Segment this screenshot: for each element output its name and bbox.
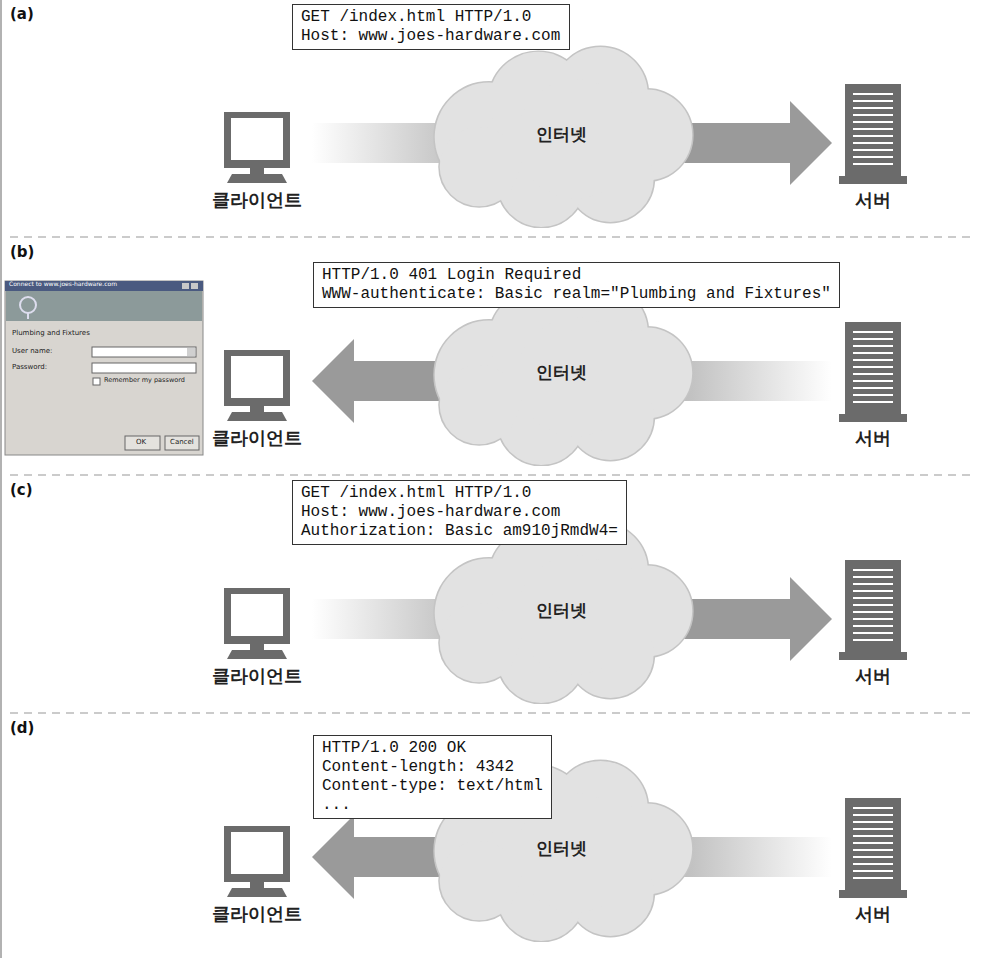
arrow-part <box>312 815 354 899</box>
dialog-text: OK <box>136 438 146 446</box>
panel-letter: (d) <box>10 720 34 737</box>
dialog-text: User name: <box>12 347 52 355</box>
dialog-text: Connect to www.joes-hardware.com <box>9 281 117 288</box>
panel-divider <box>10 474 976 476</box>
message-line: HTTP/1.0 401 Login Required <box>322 266 831 285</box>
client-computer: 클라이언트 <box>202 112 312 212</box>
dialog-text: Password: <box>12 363 47 371</box>
username-field <box>92 347 196 357</box>
dialog-text: Plumbing and Fixtures <box>12 329 90 337</box>
computer-icon <box>224 826 290 898</box>
computer-icon <box>224 588 290 660</box>
password-field <box>92 363 196 373</box>
checkbox <box>93 378 100 385</box>
arrow-part <box>790 101 832 185</box>
cloud-label: 인터넷 <box>536 837 587 860</box>
arrow-part <box>312 339 354 423</box>
cloud-label: 인터넷 <box>536 599 587 622</box>
internet-cloud: 인터넷 <box>418 40 704 228</box>
server-machine: 서버 <box>832 558 914 688</box>
dialog-button <box>191 283 198 289</box>
icon-label: 서버 <box>832 664 914 688</box>
message-line: HTTP/1.0 200 OK <box>322 739 543 758</box>
key-icon <box>27 313 29 319</box>
message-line: WWW-authenticate: Basic realm="Plumbing … <box>322 285 831 304</box>
message-line: ... <box>322 796 543 815</box>
panel-divider <box>10 712 976 714</box>
panel-letter: (a) <box>10 6 34 23</box>
icon-label: 클라이언트 <box>202 664 312 688</box>
dialog-titlebar <box>5 281 203 291</box>
panel-letter: (c) <box>10 482 33 499</box>
server-icon <box>839 796 907 898</box>
message-line: GET /index.html HTTP/1.0 <box>301 8 561 27</box>
cloud-label: 인터넷 <box>536 361 587 384</box>
dialog-banner <box>6 291 202 321</box>
server-machine: 서버 <box>832 82 914 212</box>
icon-label: 클라이언트 <box>202 426 312 450</box>
message-line: Authorization: Basic am910jRmdW4= <box>301 522 618 541</box>
http-message-box: GET /index.html HTTP/1.0Host: www.joes-h… <box>292 4 570 50</box>
login-dialog <box>5 281 203 455</box>
dialog-text: Remember my password <box>104 377 185 384</box>
computer-icon <box>224 350 290 422</box>
server-icon <box>839 558 907 660</box>
panel-divider <box>10 236 976 238</box>
icon-label: 서버 <box>832 902 914 926</box>
dialog-frame <box>5 281 203 455</box>
icon-label: 클라이언트 <box>202 902 312 926</box>
server-icon <box>839 320 907 422</box>
icon-label: 클라이언트 <box>202 188 312 212</box>
arrow-part <box>790 577 832 661</box>
dialog-text: Cancel <box>170 438 194 446</box>
icon-label: 서버 <box>832 426 914 450</box>
panel-letter: (b) <box>10 244 34 261</box>
message-line: GET /index.html HTTP/1.0 <box>301 484 618 503</box>
message-line: Content-type: text/html <box>322 777 543 796</box>
server-machine: 서버 <box>832 796 914 926</box>
client-computer: 클라이언트 <box>202 588 312 688</box>
cloud-label: 인터넷 <box>536 123 587 146</box>
computer-icon <box>224 112 290 184</box>
combo-button <box>187 348 195 356</box>
http-message-box: HTTP/1.0 401 Login RequiredWWW-authentic… <box>313 262 840 308</box>
server-icon <box>839 82 907 184</box>
dialog-button <box>182 283 189 289</box>
http-message-box: GET /index.html HTTP/1.0Host: www.joes-h… <box>292 480 627 545</box>
client-computer: 클라이언트 <box>202 350 312 450</box>
message-line: Host: www.joes-hardware.com <box>301 27 561 46</box>
http-message-box: HTTP/1.0 200 OKContent-length: 4342Conte… <box>313 735 552 819</box>
message-line: Host: www.joes-hardware.com <box>301 503 618 522</box>
server-machine: 서버 <box>832 320 914 450</box>
key-icon <box>20 297 36 313</box>
page-edge <box>0 0 2 958</box>
client-computer: 클라이언트 <box>202 826 312 926</box>
icon-label: 서버 <box>832 188 914 212</box>
message-line: Content-length: 4342 <box>322 758 543 777</box>
ok-button <box>125 436 160 450</box>
cancel-button <box>165 436 199 450</box>
